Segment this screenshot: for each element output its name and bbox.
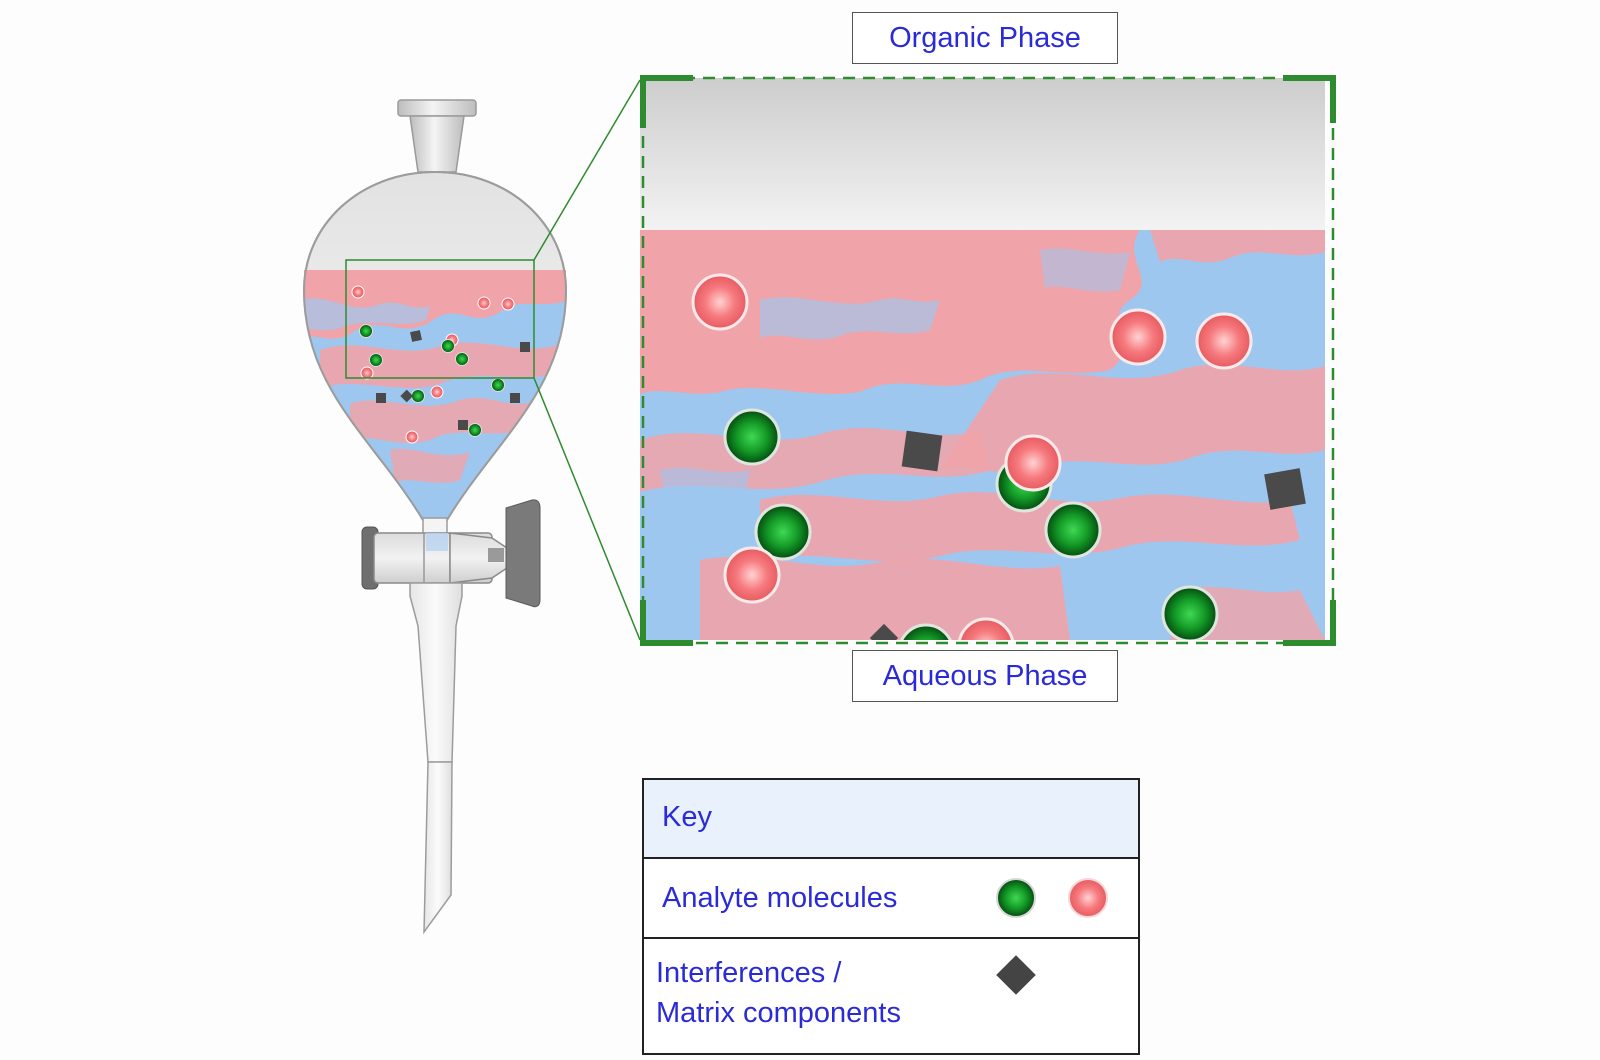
aqueous-phase-label: Aqueous Phase [852, 650, 1118, 702]
red-circle-icon [501, 297, 515, 311]
green-circle-icon [1161, 585, 1219, 640]
zoom-frame-corners [640, 75, 1336, 646]
green-circle-icon [411, 389, 425, 403]
green-circle-icon [455, 352, 469, 366]
green-circle-icon [491, 378, 505, 392]
funnel-stem [409, 582, 463, 763]
green-circle-icon [1044, 501, 1102, 559]
green-circle-icon [468, 423, 482, 437]
analyte-label: Analyte molecules [662, 882, 898, 914]
green-circle-icon [723, 408, 781, 466]
zoom-source-box [345, 259, 535, 379]
red-circle-icon [958, 617, 1014, 640]
key-legend: Key Analyte molecules Interferences / Ma… [642, 778, 1140, 1055]
dark-square-icon [1264, 468, 1306, 510]
key-title: Key [662, 801, 712, 833]
interferences-label-line2: Matrix components [656, 997, 901, 1029]
organic-layer [640, 78, 1325, 232]
red-circle-icon [1068, 878, 1108, 918]
key-row-analyte: Analyte molecules [644, 859, 1138, 939]
green-circle-icon [754, 503, 812, 561]
stopcock-handle [505, 499, 541, 608]
organic-phase-label: Organic Phase [852, 12, 1118, 64]
green-circle-icon [441, 339, 455, 353]
aqueous-layer [640, 230, 1325, 640]
dark-square-icon [458, 420, 468, 430]
separatory-funnel-icon [302, 99, 568, 935]
stopper-plug [409, 115, 465, 173]
green-circle-icon [900, 623, 952, 640]
zoomed-view [640, 75, 1336, 646]
green-circle-icon [996, 878, 1036, 918]
green-circle-icon [369, 353, 383, 367]
stopper-cap [397, 99, 477, 117]
dark-square-icon [520, 342, 530, 352]
red-circle-icon [1109, 308, 1167, 366]
red-circle-icon [723, 546, 781, 604]
dark-square-icon [510, 393, 520, 403]
red-circle-icon [1004, 434, 1062, 492]
red-circle-icon [691, 273, 749, 331]
dark-square-icon [410, 330, 422, 342]
key-row-interferences: Interferences / Matrix components [644, 939, 1138, 1055]
dark-square-icon [400, 389, 414, 403]
red-circle-icon [1195, 312, 1253, 370]
red-circle-icon [430, 385, 444, 399]
red-circle-icon [405, 430, 419, 444]
red-circle-icon [360, 366, 374, 380]
interferences-label: Interferences / Matrix components [656, 953, 901, 1033]
green-circle-icon [359, 324, 373, 338]
funnel-tip [423, 761, 453, 935]
organic-phase-text: Organic Phase [889, 21, 1081, 54]
key-header: Key [644, 780, 1138, 859]
stopcock [361, 499, 541, 608]
aqueous-phase-text: Aqueous Phase [882, 659, 1088, 692]
dark-square-icon [996, 955, 1036, 995]
red-circle-icon [477, 296, 491, 310]
interferences-label-line1: Interferences / [656, 957, 842, 989]
red-circle-icon [351, 285, 365, 299]
zoom-connector-top [533, 79, 641, 261]
dark-square-icon [901, 430, 943, 472]
dark-square-icon [376, 393, 386, 403]
funnel-particles [351, 285, 530, 444]
dark-square-icon [869, 623, 899, 640]
zoom-frame [641, 76, 1335, 645]
zoom-connector-bottom [533, 377, 641, 641]
